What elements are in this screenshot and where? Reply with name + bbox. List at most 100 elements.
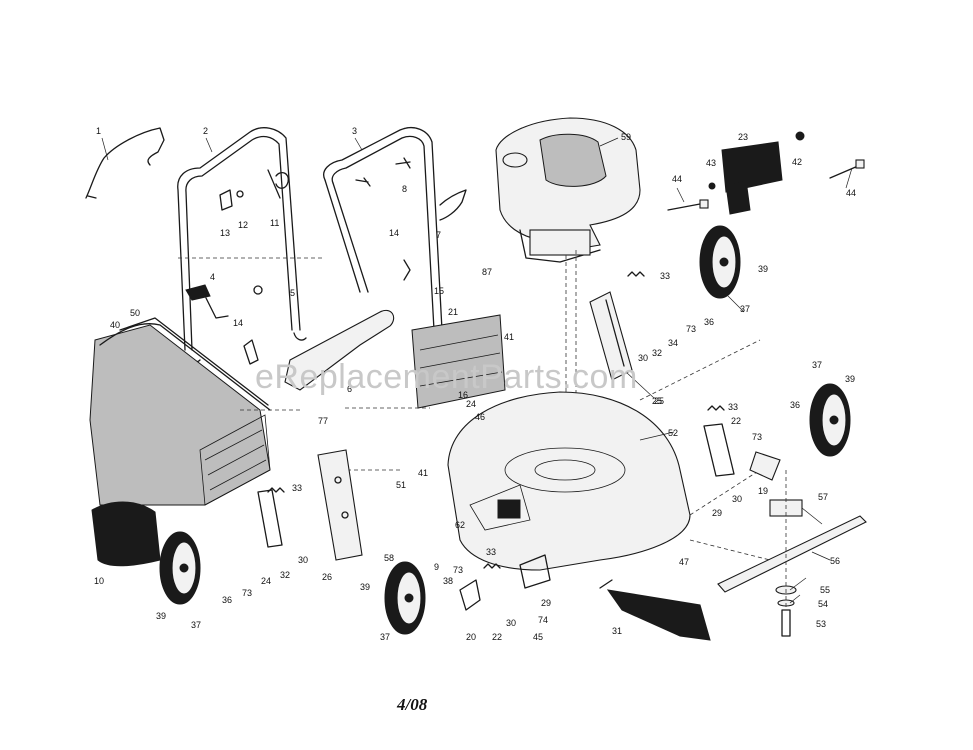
height-adjuster-rear — [589, 291, 633, 381]
part-label: 30 — [506, 618, 516, 628]
part-label: 73 — [686, 324, 696, 334]
spring — [627, 271, 645, 277]
date-code: 4/08 — [397, 695, 428, 714]
mower-deck — [447, 391, 691, 571]
part-label: 36 — [704, 317, 714, 327]
part-label: 9 — [434, 562, 439, 572]
part-label: 15 — [434, 286, 444, 296]
part-label: 43 — [706, 158, 716, 168]
control-cable — [85, 127, 165, 199]
part-label: 55 — [820, 585, 830, 595]
grass-bag — [89, 317, 271, 506]
part-label: 40 — [110, 320, 120, 330]
part-label: 26 — [322, 572, 332, 582]
part-label: 29 — [712, 508, 722, 518]
part-label: 41 — [504, 332, 514, 342]
part-label: 44 — [846, 188, 856, 198]
height-adjuster-left — [317, 449, 363, 561]
lever-rear — [459, 579, 481, 611]
part-label: 25 — [654, 396, 664, 406]
part-label: 34 — [668, 338, 678, 348]
part-label: 33 — [728, 402, 738, 412]
part-label: 39 — [156, 611, 166, 621]
part-label: 30 — [298, 555, 308, 565]
leader-lines — [101, 137, 853, 604]
part-label: 33 — [292, 483, 302, 493]
part-label: 51 — [396, 480, 406, 490]
part-label: 10 — [94, 576, 104, 586]
spring — [267, 487, 285, 493]
part-label: 4 — [210, 272, 215, 282]
part-label: 74 — [538, 615, 548, 625]
part-label: 30 — [638, 353, 648, 363]
part-label: 87 — [482, 267, 492, 277]
spring — [707, 405, 725, 411]
part-label: 73 — [752, 432, 762, 442]
part-label: 3 — [352, 126, 357, 136]
part-label: 73 — [242, 588, 252, 598]
part-label: 33 — [660, 271, 670, 281]
part-label: 39 — [360, 582, 370, 592]
bracket-plate — [284, 309, 395, 391]
part-label: 45 — [533, 632, 543, 642]
part-label: 33 — [486, 547, 496, 557]
part-label: 36 — [790, 400, 800, 410]
part-label: 14 — [389, 228, 399, 238]
blade-assembly — [717, 470, 867, 637]
part-label: 25 — [652, 396, 662, 406]
part-label: 37 — [812, 360, 822, 370]
part-label: 24 — [261, 576, 271, 586]
part-label: 16 — [458, 390, 468, 400]
engine — [495, 117, 641, 263]
part-label: 11 — [270, 218, 279, 228]
part-label: 8 — [402, 184, 407, 194]
part-label: 37 — [740, 304, 750, 314]
part-label: 46 — [475, 412, 485, 422]
part-label: 22 — [492, 632, 502, 642]
part-label: 41 — [418, 468, 428, 478]
discharge-chute — [599, 579, 711, 641]
lever-right — [519, 554, 551, 589]
wheel-front-right — [809, 383, 851, 457]
part-label: 39 — [758, 264, 768, 274]
upper-handle — [177, 127, 322, 363]
part-label: 47 — [679, 557, 689, 567]
lower-handle — [323, 127, 447, 336]
part-label: 50 — [130, 308, 140, 318]
part-label: 42 — [792, 157, 802, 167]
part-label: 24 — [466, 399, 476, 409]
part-label: 5 — [290, 288, 295, 298]
part-label: 1 — [96, 126, 101, 136]
deflector — [721, 141, 783, 215]
part-label: 6 — [347, 384, 352, 394]
part-label: 12 — [238, 220, 248, 230]
mulch-plug — [91, 501, 161, 567]
part-label: 31 — [612, 626, 622, 636]
part-label: 32 — [280, 570, 290, 580]
part-labels: 1 2 3 59 23 42 44 43 44 12 13 11 8 7 14 … — [94, 126, 856, 642]
part-label: 56 — [830, 556, 840, 566]
part-label: 38 — [443, 576, 453, 586]
part-label: 13 — [220, 228, 230, 238]
part-label: 73 — [453, 565, 463, 575]
part-label: 39 — [845, 374, 855, 384]
part-label: 21 — [448, 307, 458, 317]
part-label: 54 — [818, 599, 828, 609]
part-label: 14 — [233, 318, 243, 328]
part-label: 36 — [222, 595, 232, 605]
handle-hardware — [185, 157, 467, 365]
part-label: 30 — [732, 494, 742, 504]
part-label: 77 — [318, 416, 328, 426]
part-label: 23 — [738, 132, 748, 142]
part-label: 59 — [621, 132, 631, 142]
bolts — [667, 131, 865, 211]
part-label: 2 — [203, 126, 208, 136]
part-label: 57 — [818, 492, 828, 502]
lever-left — [257, 489, 283, 548]
part-label: 29 — [541, 598, 551, 608]
wheel-rear-right — [699, 225, 741, 299]
part-label: 58 — [384, 553, 394, 563]
wheel-rear-left — [159, 531, 201, 605]
part-label: 19 — [758, 486, 768, 496]
